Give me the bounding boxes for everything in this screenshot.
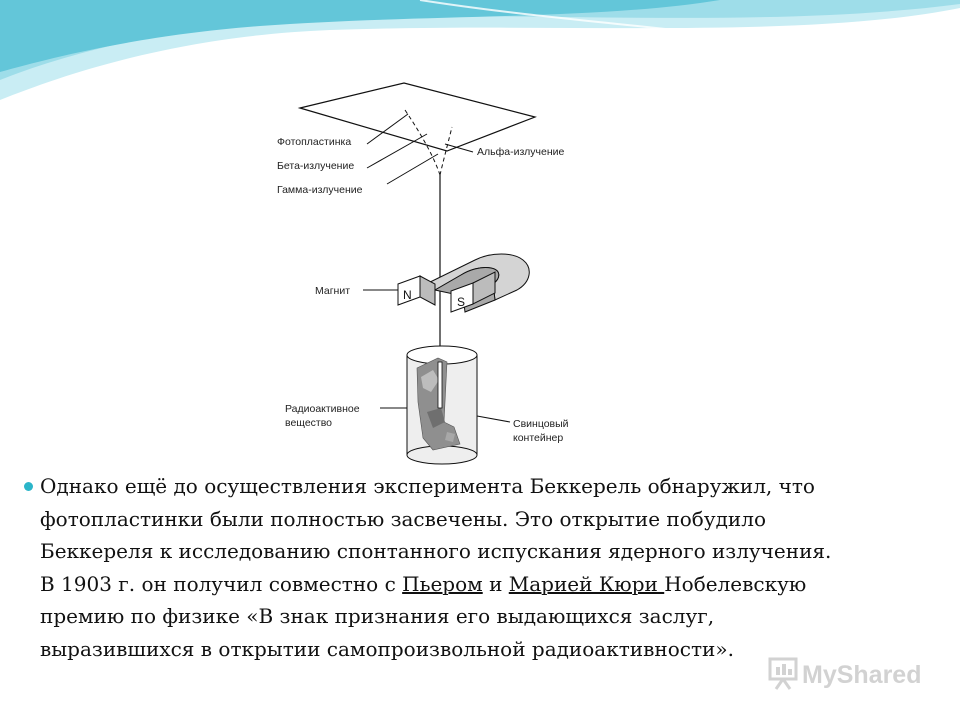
becquerel-experiment-diagram: Фотопластинка Бета-излучение Гамма-излуч… bbox=[277, 82, 569, 465]
magnet-shape: N S bbox=[397, 253, 530, 313]
link-marie-curie[interactable]: Марией Кюри bbox=[508, 571, 665, 596]
label-gamma: Гамма-излучение bbox=[277, 184, 363, 196]
text-line: фотопластинки были полностью засвечены. … bbox=[40, 506, 766, 531]
pole-s: S bbox=[457, 295, 465, 309]
pole-n: N bbox=[403, 288, 412, 302]
label-beta: Бета-излучение bbox=[277, 160, 354, 172]
watermark-text: MyShared bbox=[802, 661, 921, 689]
decorative-waves bbox=[0, 0, 960, 104]
lead-container-shape bbox=[406, 345, 478, 465]
beta-ray-path bbox=[404, 109, 441, 176]
text-line: В 1903 г. он получил совместно с Пьером … bbox=[40, 568, 940, 601]
bullet-paragraph: Однако ещё до осуществления эксперимента… bbox=[40, 470, 940, 665]
label-magnet: Магнит bbox=[315, 285, 350, 297]
link-pierre-curie[interactable]: Пьером bbox=[402, 571, 483, 596]
label-radioactive-1: Радиоактивное bbox=[285, 403, 360, 415]
text-line: премию по физике «В знак признания его в… bbox=[40, 604, 715, 628]
photoplate-shape bbox=[297, 82, 537, 152]
text-line: Беккереля к исследованию спонтанного исп… bbox=[40, 539, 832, 563]
text-line: Однако ещё до осуществления эксперимента… bbox=[40, 474, 815, 498]
bullet-icon bbox=[24, 482, 33, 491]
label-photoplate: Фотопластинка bbox=[277, 136, 351, 148]
label-radioactive-2: вещество bbox=[285, 417, 332, 429]
presentation-icon bbox=[768, 657, 798, 690]
text-segment: и bbox=[482, 571, 509, 596]
label-lead-1: Свинцовый bbox=[513, 418, 569, 430]
label-alpha: Альфа-излучение bbox=[477, 146, 564, 158]
text-line: выразившихся в открытии самопроизвольной… bbox=[40, 636, 734, 661]
alpha-ray-path bbox=[439, 126, 453, 176]
text-segment: В 1903 г. он получил совместно с bbox=[40, 571, 403, 596]
text-segment: Нобелевскую bbox=[664, 571, 807, 596]
myshared-watermark: MyShared bbox=[768, 657, 921, 690]
label-lead-2: контейнер bbox=[513, 432, 563, 444]
